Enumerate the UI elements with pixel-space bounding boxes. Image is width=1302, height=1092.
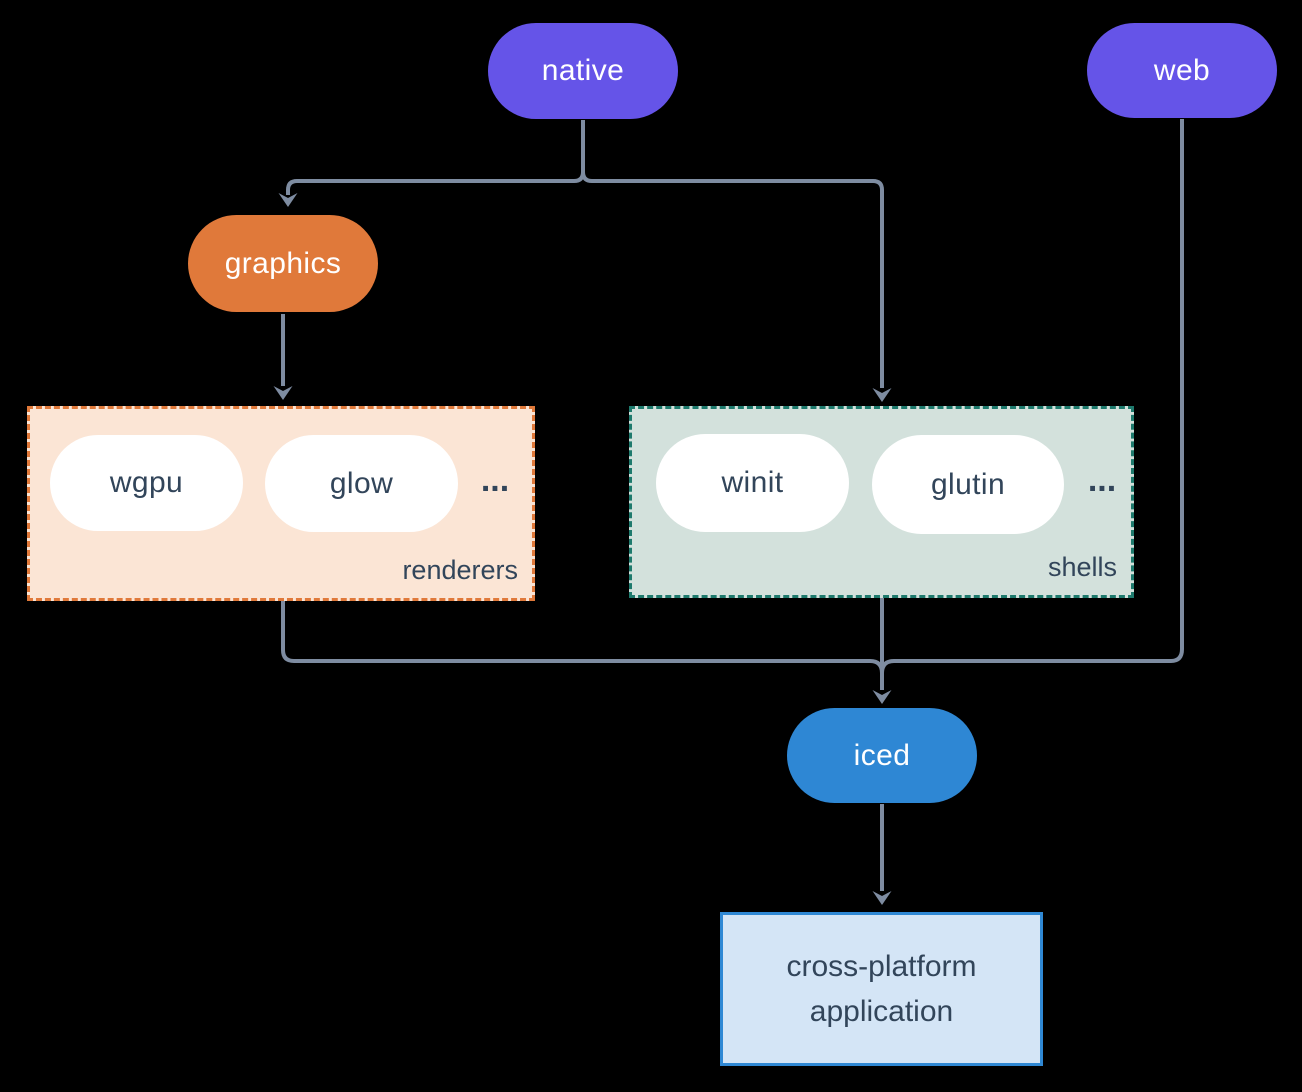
node-glutin: glutin	[872, 435, 1064, 534]
edge-native-shells	[581, 171, 884, 388]
group-shells-label: shells	[1047, 552, 1117, 582]
node-native-label: native	[541, 54, 625, 87]
node-native: native	[488, 23, 678, 119]
node-winit: winit	[656, 434, 849, 532]
arrowhead-application	[872, 891, 892, 905]
edge-renderers-merge	[281, 601, 884, 674]
node-cross-platform-application: cross-platform application	[720, 912, 1043, 1066]
arrowhead-renderers	[273, 386, 293, 400]
node-graphics-label: graphics	[224, 246, 342, 280]
node-web-label: web	[1153, 53, 1211, 87]
renderers-ellipsis: ...	[480, 461, 510, 499]
node-glow: glow	[265, 435, 458, 532]
node-web: web	[1087, 23, 1277, 118]
node-wgpu: wgpu	[50, 435, 243, 531]
node-iced-label: iced	[853, 738, 911, 772]
shells-ellipsis: ...	[1087, 461, 1117, 499]
node-winit-label: winit	[721, 466, 784, 499]
node-graphics: graphics	[188, 215, 378, 312]
arrowhead-iced	[872, 690, 892, 704]
arrowhead-graphics	[278, 193, 298, 207]
node-glow-label: glow	[329, 466, 394, 500]
group-renderers-label: renderers	[402, 555, 518, 585]
arrowhead-shells	[872, 388, 892, 402]
node-iced: iced	[787, 708, 977, 803]
node-wgpu-label: wgpu	[109, 466, 184, 499]
group-renderers: wgpu glow ... renderers	[27, 406, 535, 601]
node-cross-platform-application-label: cross-platform application	[786, 950, 977, 1028]
group-shells: winit glutin ... shells	[629, 406, 1134, 598]
node-glutin-label: glutin	[930, 467, 1006, 501]
edge-native-graphics	[286, 171, 585, 195]
